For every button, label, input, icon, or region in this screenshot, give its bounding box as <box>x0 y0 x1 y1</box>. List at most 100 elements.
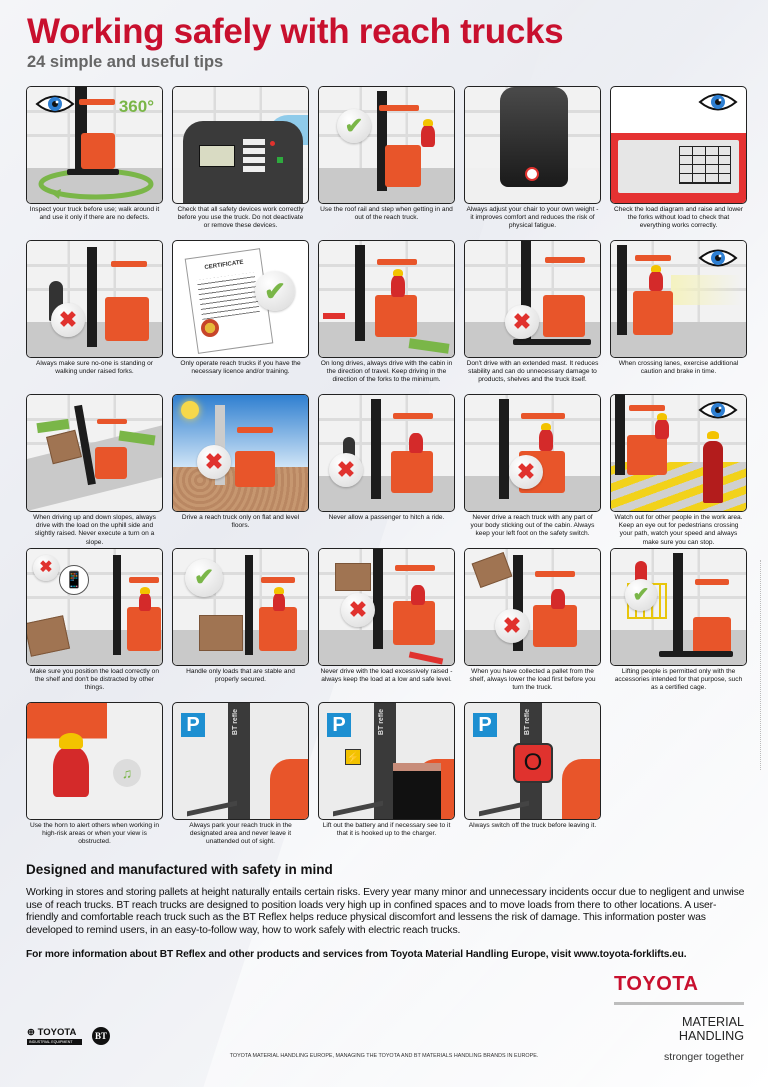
tip-4: Always adjust your chair to your own wei… <box>464 86 601 240</box>
about-section: Designed and manufactured with safety in… <box>26 862 746 962</box>
tip-caption: Check that all safety devices work corre… <box>177 206 304 230</box>
tip-caption: Inspect your truck before use; walk arou… <box>29 206 160 222</box>
helmet-icon <box>59 733 83 749</box>
tip-illustration: CERTIFICATE ✔ <box>172 240 309 358</box>
tip-caption: Use the roof rail and step when getting … <box>320 206 453 222</box>
tip-19: ✖ When you have collected a pallet from … <box>464 548 601 702</box>
tip-caption: Only operate reach trucks if you have th… <box>180 360 301 376</box>
tip-illustration: ✖ <box>318 394 455 512</box>
tip-caption: When you have collected a pallet from th… <box>469 668 596 692</box>
raised-load-box <box>335 563 371 591</box>
mast: BT refle <box>228 703 250 819</box>
tip-caption: Always make sure no-one is standing or w… <box>36 360 153 376</box>
tip-caption: When crossing lanes, exercise additional… <box>618 360 739 376</box>
tip-14: ✖ Never drive a reach truck with any par… <box>464 394 601 548</box>
about-body: Working in stores and storing pallets at… <box>26 887 745 936</box>
electricity-icon: ⚡ <box>345 749 361 765</box>
tip-caption: Make sure you position the load correctl… <box>29 668 159 692</box>
tip-24: P BT refle O Always switch off the truck… <box>464 702 601 856</box>
check-icon: ✔ <box>625 579 657 611</box>
check-icon: ✔ <box>337 109 371 143</box>
tip-17: ✔ Handle only loads that are stable and … <box>172 548 309 702</box>
tip-caption: Don't drive with an extended mast. It re… <box>466 360 599 384</box>
parking-icon: P <box>181 713 205 737</box>
tip-caption: Watch out for other people in the work a… <box>614 514 743 546</box>
tip-9: ✖ Don't drive with an extended mast. It … <box>464 240 601 394</box>
360-rotation-label: 360° <box>118 97 154 116</box>
more-info-link[interactable]: For more information about BT Reflex and… <box>26 949 687 961</box>
tip-illustration: ✖ <box>26 240 163 358</box>
tip-5: Check the load diagram and raise and low… <box>610 86 747 240</box>
tip-6: ✖ Always make sure no-one is standing or… <box>26 240 163 394</box>
parking-icon: P <box>327 713 351 737</box>
tip-illustration: ✔ <box>318 86 455 204</box>
tip-caption: Always adjust your chair to your own wei… <box>466 206 599 230</box>
sun-icon <box>181 401 199 419</box>
tip-caption: Always switch off the truck before leavi… <box>468 822 597 829</box>
tip-illustration: P BT refle ⚡ <box>318 702 455 820</box>
tip-8: On long drives, always drive with the ca… <box>318 240 455 394</box>
tip-11: When driving up and down slopes, always … <box>26 394 163 548</box>
tip-22: P BT refle Always park your reach truck … <box>172 702 309 856</box>
tip-1: 360° Inspect your truck before use; walk… <box>26 86 163 240</box>
check-icon: ✔ <box>185 559 223 597</box>
tip-illustration: ✖ 📱 <box>26 548 163 666</box>
bt-logo: BT <box>92 1027 110 1045</box>
tip-illustration: ✖ <box>464 548 601 666</box>
cross-icon: ✖ <box>51 303 85 337</box>
tip-illustration <box>464 86 601 204</box>
headlight-beam <box>671 275 741 305</box>
toyota-industrial-equipment-logo: ⊕ TOYOTA INDUSTRIAL EQUIPMENT <box>27 1027 82 1045</box>
tip-illustration: ✔ <box>610 548 747 666</box>
tip-12: ✖ Drive a reach truck only on flat and l… <box>172 394 309 548</box>
tip-13: ✖ Never allow a passenger to hitch a rid… <box>318 394 455 548</box>
control-panel-icon <box>183 121 303 203</box>
tip-illustration: ✖ <box>464 240 601 358</box>
cross-icon: ✖ <box>505 305 539 339</box>
brand-divider <box>614 1002 744 1005</box>
red-arrow-icon <box>323 313 345 319</box>
tips-grid: 360° Inspect your truck before use; walk… <box>26 86 747 856</box>
award-ribbon-icon <box>201 319 219 337</box>
tip-illustration: ✔ <box>172 548 309 666</box>
tip-illustration <box>610 394 747 512</box>
tip-illustration <box>610 240 747 358</box>
driver-icon <box>53 747 89 797</box>
tip-caption: Never allow a passenger to hitch a ride. <box>328 514 445 521</box>
battery-icon <box>393 763 441 819</box>
toyota-brand-block: TOYOTA MATERIAL HANDLING stronger togeth… <box>614 973 744 1063</box>
tip-caption: Check the load diagram and raise and low… <box>613 206 744 230</box>
tip-illustration <box>610 86 747 204</box>
check-icon: ✔ <box>255 271 295 311</box>
cross-icon: ✖ <box>33 555 59 581</box>
tip-caption: On long drives, always drive with the ca… <box>320 360 453 384</box>
tip-caption: Lifting people is permitted only with th… <box>614 668 743 692</box>
cross-icon: ✖ <box>509 455 543 489</box>
cross-icon: ✖ <box>197 445 231 479</box>
about-heading: Designed and manufactured with safety in… <box>26 862 333 877</box>
tip-7: CERTIFICATE ✔ Only operate reach trucks … <box>172 240 309 394</box>
tip-illustration: ✖ <box>318 548 455 666</box>
partner-logos: ⊕ TOYOTA INDUSTRIAL EQUIPMENT BT <box>27 1027 110 1045</box>
eye-icon <box>698 249 738 267</box>
tip-illustration <box>172 86 309 204</box>
tip-illustration: 360° <box>26 86 163 204</box>
tip-illustration <box>318 240 455 358</box>
parking-icon: P <box>473 713 497 737</box>
toyota-logo: TOYOTA <box>614 973 699 995</box>
load-diagram-icon <box>611 133 746 203</box>
cross-icon: ✖ <box>495 609 529 643</box>
eye-icon <box>698 93 738 111</box>
tip-caption: Use the horn to alert others when workin… <box>29 822 159 846</box>
tip-caption: When driving up and down slopes, always … <box>33 514 156 546</box>
tip-caption: Handle only loads that are stable and pr… <box>186 668 295 684</box>
tip-21: ♫ Use the horn to alert others when work… <box>26 702 163 856</box>
margin-fine-print <box>760 560 764 770</box>
page-title: Working safely with reach trucks <box>27 12 564 51</box>
footer-text: TOYOTA MATERIAL HANDLING EUROPE, MANAGIN… <box>229 1053 539 1059</box>
tip-16: ✖ 📱 Make sure you position the load corr… <box>26 548 163 702</box>
horn-icon: ♫ <box>113 759 141 787</box>
power-off-icon: O <box>513 743 553 783</box>
tip-3: ✔ Use the roof rail and step when gettin… <box>318 86 455 240</box>
pedestrian-icon <box>703 441 723 503</box>
